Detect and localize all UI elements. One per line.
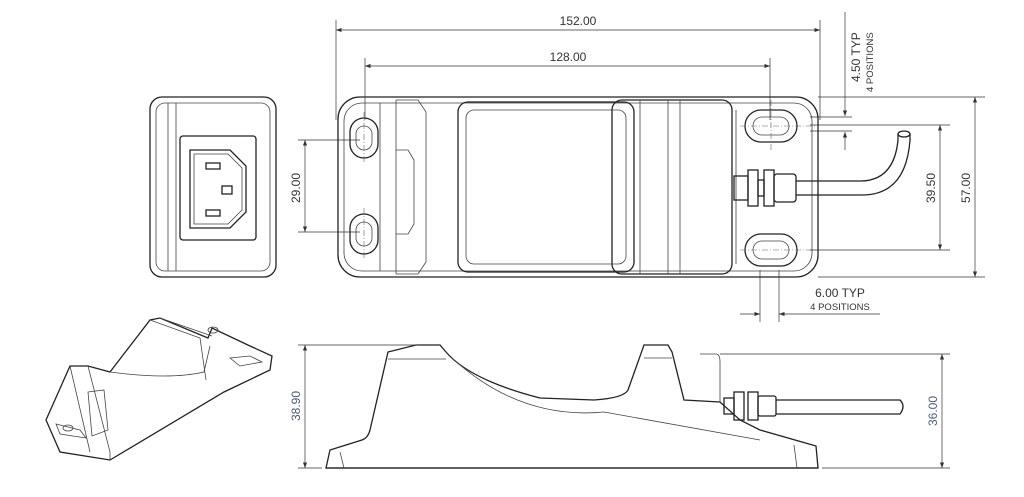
end-view: [149, 96, 277, 278]
side-view: [325, 344, 904, 469]
dim-slot-width: 4.50 TYP: [849, 32, 863, 82]
top-view: [337, 96, 911, 278]
iec-inlet: [189, 149, 247, 229]
dim-slot-length: 6.00 TYP: [815, 286, 865, 300]
dim-overall-length: 152.00: [560, 14, 597, 28]
dim-overall-width: 57.00: [959, 173, 973, 203]
dim-end-slot-spacing: 29.00: [289, 173, 303, 203]
dim-rear-height: 36.00: [926, 396, 940, 426]
isometric-view: [45, 317, 273, 461]
dimension-lines: [298, 12, 985, 469]
dim-slot-length-note: 4 POSITIONS: [810, 302, 870, 313]
dim-hole-spacing-width: 39.50: [924, 173, 938, 203]
cable: [733, 130, 911, 207]
mounting-slots: [349, 100, 818, 267]
dim-hole-spacing-length: 128.00: [550, 50, 587, 64]
dim-slot-width-note: 4 POSITIONS: [865, 32, 876, 92]
dim-overall-height: 38.90: [289, 391, 303, 421]
